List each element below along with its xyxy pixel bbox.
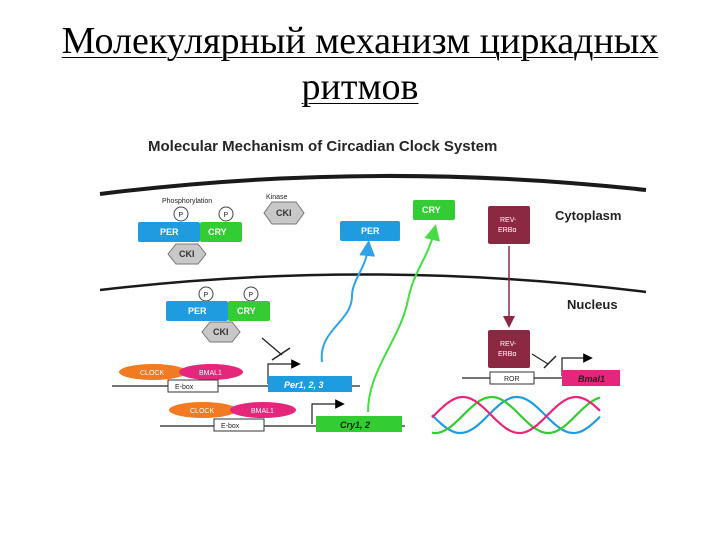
cell-membrane [99,173,647,196]
per-export-arrow [320,240,376,363]
slide-title-line1: Молекулярный механизм циркадных [61,20,659,62]
nuclear-membrane [99,273,647,294]
bmal1-oscillation-wave [431,395,601,435]
cki-protein [167,243,207,265]
transcription-arrow [311,399,345,424]
rev-erb-nucleus-label-2: ERBα [498,351,516,358]
ebox-element [213,418,265,432]
rev-erb-label-1: REV- [500,217,517,224]
bmal1-label: BMAL1 [251,408,274,415]
cry-free-label: CRY [422,205,441,215]
phospho-p-label: P [249,292,254,299]
ror-label: ROR [504,376,520,383]
inhibition-line [261,337,283,356]
cytoplasm-label: Cytoplasm [555,208,621,223]
cry-protein-nucleus [228,301,270,321]
ebox-element [167,379,219,393]
phospho-p-label: P [179,212,184,219]
cry-gene-label: Cry1, 2 [340,420,370,430]
clock-protein [119,364,187,380]
cry-protein [200,222,242,242]
per-gene [268,376,352,392]
cki-nucleus-label: CKI [213,327,229,337]
bmal1-gene [562,370,620,386]
rev-erb-nucleus-label-1: REV- [500,341,517,348]
cry-gene [316,416,402,432]
inhibition-bar [543,355,557,369]
inhibition-line [531,353,549,365]
kinase-label: Kinase [266,194,288,201]
cry-label: CRY [208,227,227,237]
phospho-p-label: P [204,292,209,299]
bmal1-protein [179,364,243,380]
rev-erb-protein [488,206,530,244]
per-oscillation-wave [431,395,601,435]
per-gene-label: Per1, 2, 3 [284,380,324,390]
rev-erb-nucleus [488,330,530,368]
diagram-title: Molecular Mechanism of Circadian Clock S… [148,138,497,155]
cry-export-arrow [367,224,440,413]
per-protein [138,222,200,242]
per-free-label: PER [361,226,380,236]
rev-erb-label-2: ERBα [498,227,516,234]
phospho-circle [173,206,189,222]
per-nucleus-label: PER [188,306,207,316]
per-protein-nucleus [166,301,228,321]
slide-title-line2: ритмов [301,66,419,108]
cry-oscillation-wave [431,395,601,435]
bmal1-gene-label: Bmal1 [578,374,605,384]
clock-protein [169,402,237,418]
clock-label: CLOCK [190,408,214,415]
per-protein-free [340,221,400,241]
cki-label: CKI [179,249,195,259]
cry-nucleus-label: CRY [237,306,256,316]
slide-title: Молекулярный механизм циркадных ритмов [0,18,720,110]
phospho-circle [218,206,234,222]
phosphorylation-label: Phosphorylation [162,198,212,205]
bmal1-protein [230,402,296,418]
ror-element [489,371,535,385]
bmal1-label: BMAL1 [199,370,222,377]
nucleus-label: Nucleus [567,297,618,312]
per-label: PER [160,227,179,237]
ebox-label: E-box [175,384,194,391]
ebox-label: E-box [221,423,240,430]
cki-kinase-label: CKI [276,208,292,218]
inhibition-bar [271,347,291,361]
cry-protein-free [413,200,455,220]
cki-kinase [263,201,305,225]
cki-protein-nucleus [201,321,241,343]
clock-label: CLOCK [140,370,164,377]
phospho-p-label: P [224,212,229,219]
